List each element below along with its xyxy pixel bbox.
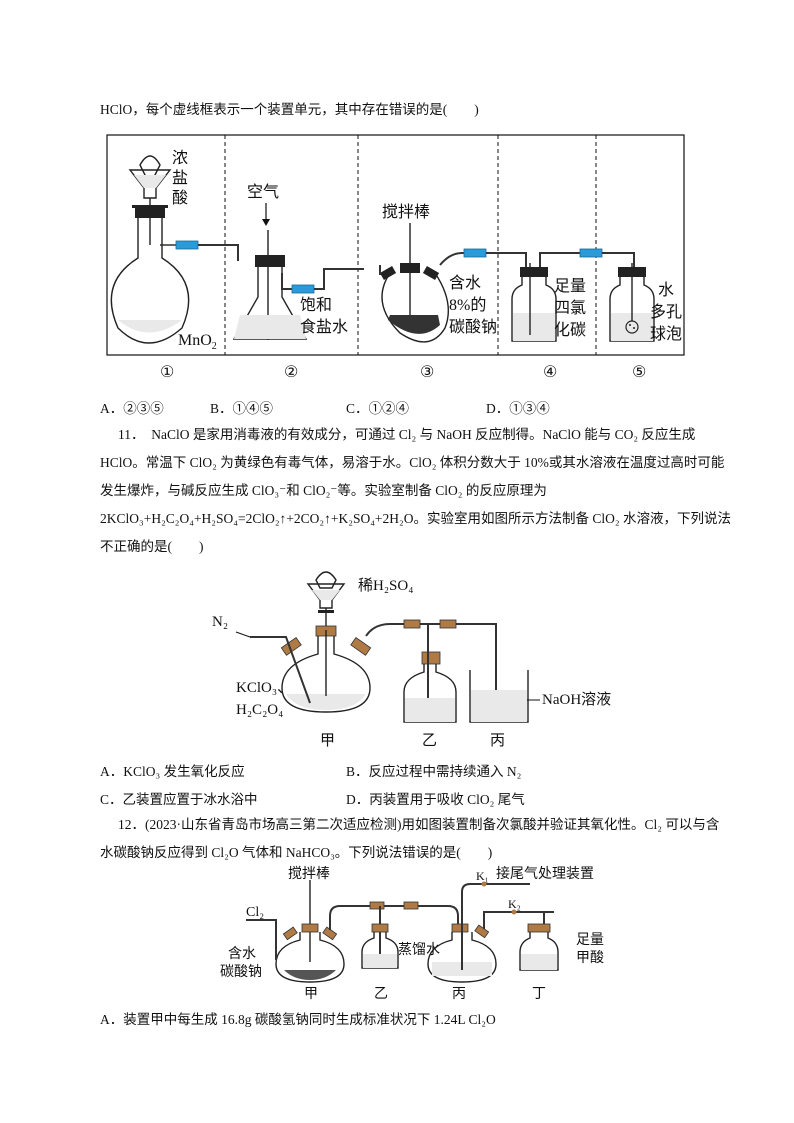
q10-ccl4-3: 化碳 xyxy=(554,321,586,339)
q11-reagents-1: KClO₃、 xyxy=(236,680,292,696)
q10-water-bubble-2: 多孔 xyxy=(650,303,682,321)
q10-stir-rod: 搅拌棒 xyxy=(382,203,430,221)
unit4-wash-bottle xyxy=(511,248,635,342)
q10-option-c[interactable]: C．①②④ xyxy=(346,401,410,416)
q12-apparatus-figure: 搅拌棒 接尾气处理装置 K₁ K₂ Cl₂ 含水 碳酸钠 蒸馏水 足量 甲酸 甲… xyxy=(220,865,604,1002)
q12-label-jia: 甲 xyxy=(304,987,318,1002)
q10-option-d[interactable]: D．①③④ xyxy=(486,401,550,416)
q11-line-2: HClO。常温下 ClO₂ 为黄绿色有毒气体，易溶于水。ClO₂ 体积分数大于 … xyxy=(100,455,725,470)
q11-label-jia: 甲 xyxy=(320,733,335,749)
q10-air: 空气 xyxy=(247,183,279,201)
q10-water-bubble-3: 球泡 xyxy=(650,325,682,343)
q12-stir-rod: 搅拌棒 xyxy=(288,866,330,882)
unit-number-4: ④ xyxy=(543,364,557,381)
q10-apparatus-figure: 浓 盐 酸 MnO2 空气 饱和 食盐水 搅拌棒 含水 8%的 碳酸钠 xyxy=(106,134,685,381)
q11-n2: N₂ xyxy=(212,614,228,630)
q10-stem: HClO，每个虚线框表示一个装置单元，其中存在错误的是( ) xyxy=(100,102,479,117)
unit-number-3: ③ xyxy=(420,364,434,381)
q11-line-4: 2KClO₃+H₂C₂O₄+H₂SO₄=2ClO₂↑+2CO₂↑+K₂SO₄+2… xyxy=(100,511,731,526)
q11-label-yi: 乙 xyxy=(422,733,437,749)
q10-conc-hcl-3: 酸 xyxy=(172,189,188,207)
q10-sat-nacl-2: 食盐水 xyxy=(300,318,348,336)
q10-water-bubble-1: 水 xyxy=(658,281,674,299)
q11-line-3: 发生爆炸，与碱反应生成 ClO₃⁻和 ClO₂⁻等。实验室制备 ClO₂ 的反应… xyxy=(100,483,547,498)
unit3-three-neck-flask xyxy=(379,223,527,343)
q10-conc-hcl-2: 盐 xyxy=(172,169,188,187)
q11-option-a[interactable]: A．KClO₃ 发生氧化反应 xyxy=(100,764,245,779)
q12-line-1: 12．(2023·山东省青岛市场高三第二次适应检测)用如图装置制备次氯酸并验证其… xyxy=(118,817,720,832)
q12-wet-na2co3-2: 碳酸钠 xyxy=(220,964,262,980)
q10-option-b[interactable]: B．①④⑤ xyxy=(210,401,274,416)
q11-option-c[interactable]: C．乙装置应置于冰水浴中 xyxy=(100,792,258,807)
q10-sat-nacl-1: 饱和 xyxy=(300,296,332,314)
q12-k1: K₁ xyxy=(476,869,489,883)
q10-wet-na2co3-2: 8%的 xyxy=(449,296,486,314)
q12-cl2: Cl₂ xyxy=(246,905,264,920)
q10-mno2: MnO2 xyxy=(178,332,217,352)
q10-wet-na2co3-3: 碳酸钠 xyxy=(449,318,497,336)
q12-option-a[interactable]: A．装置甲中每生成 16.8g 碳酸氢钠同时生成标准状况下 1.24L Cl₂O xyxy=(100,1012,496,1027)
unit-number-2: ② xyxy=(284,364,298,381)
q11-line-1: 11． NaClO 是家用消毒液的有效成分，可通过 Cl₂ 与 NaOH 反应制… xyxy=(118,427,696,442)
q10-wet-na2co3-1: 含水 xyxy=(449,274,481,292)
q10-ccl4-1: 足量 xyxy=(554,278,586,295)
q12-label-yi: 乙 xyxy=(374,986,388,1002)
q11-option-d[interactable]: D．丙装置用于吸收 ClO₂ 尾气 xyxy=(346,792,525,807)
q12-k2: K₂ xyxy=(508,897,521,911)
q12-label-bing: 丙 xyxy=(452,987,466,1002)
q12-formic-1: 足量 xyxy=(576,932,604,948)
q12-label-ding: 丁 xyxy=(532,987,546,1002)
unit1-flask xyxy=(110,155,239,344)
q10-option-a[interactable]: A．②③⑤ xyxy=(100,401,164,416)
unit-number-1: ① xyxy=(160,364,174,381)
q11-reagents-2: H₂C₂O₄ xyxy=(236,702,283,718)
q11-label-bing: 丙 xyxy=(490,733,505,749)
q11-option-b[interactable]: B．反应过程中需持续通入 N₂ xyxy=(346,764,522,779)
unit2-erlenmeyer xyxy=(232,203,364,340)
q12-line-2: 水碳酸钠反应得到 Cl₂O 气体和 NaHCO₃。下列说法错误的是( ) xyxy=(100,845,493,860)
q11-apparatus-figure: 稀H₂SO₄ N₂ KClO₃、 H₂C₂O₄ NaOH溶液 甲 乙 丙 xyxy=(212,571,611,749)
q11-naoh: NaOH溶液 xyxy=(542,691,611,708)
q12-tail-gas: 接尾气处理装置 xyxy=(496,865,594,882)
unit5-bubbler-bottle xyxy=(609,263,655,342)
q11-line-5: 不正确的是( ) xyxy=(100,539,204,554)
q10-ccl4-2: 四氯 xyxy=(554,299,586,317)
unit-number-5: ⑤ xyxy=(632,364,646,381)
q12-distilled-water: 蒸馏水 xyxy=(398,942,440,958)
q10-conc-hcl-1: 浓 xyxy=(172,149,188,167)
q11-dilute-h2so4: 稀H₂SO₄ xyxy=(358,577,413,594)
q12-formic-2: 甲酸 xyxy=(576,950,604,966)
q12-wet-na2co3-1: 含水 xyxy=(228,946,256,962)
